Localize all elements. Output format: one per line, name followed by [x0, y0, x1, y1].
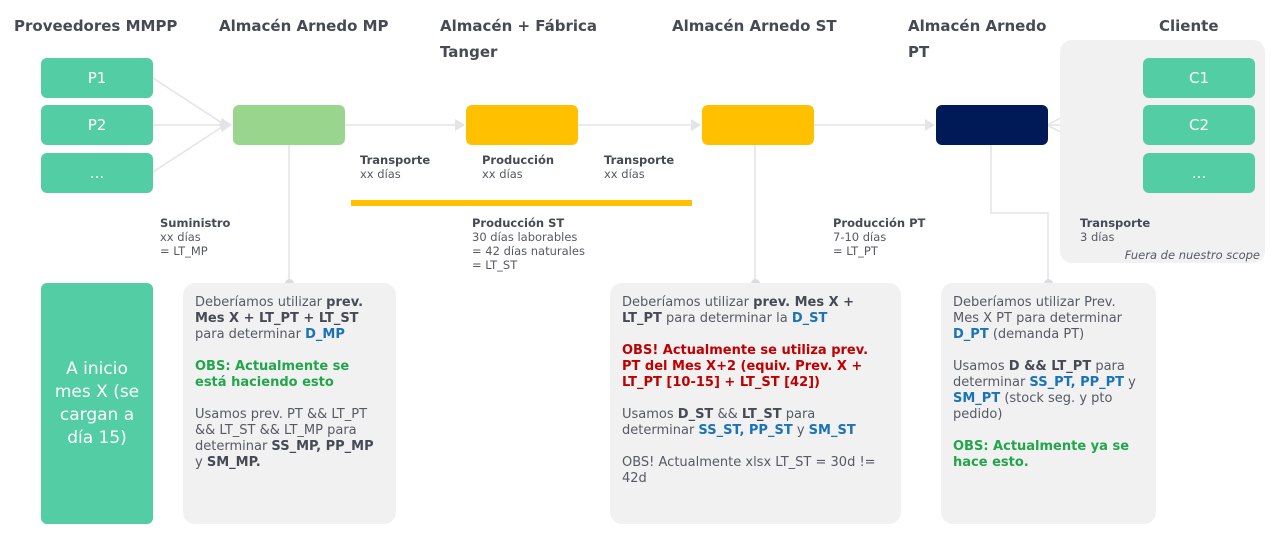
text: para determinar [195, 327, 306, 342]
label-transporte-cliente: Transporte 3 días [1080, 216, 1150, 244]
header-almacen-st: Almacén Arnedo ST [672, 17, 837, 35]
obs-warning: OBS! Actualmente se utiliza prev. PT del… [622, 343, 869, 390]
label-value: xx días [482, 167, 523, 181]
text: Usamos [953, 359, 1009, 374]
out-of-scope-note: Fuera de nuestro scope [1124, 248, 1260, 262]
label-title: Transporte [1080, 216, 1151, 230]
label-line: = LT_MP [160, 244, 208, 258]
text: (stock seg. y pto pedido) [953, 391, 1113, 422]
card-paragraph: Deberíamos utilizar Prev. Mes X PT para … [953, 295, 1144, 343]
label-transporte-1: Transporte xx días [360, 153, 430, 181]
header-almacen-mp: Almacén Arnedo MP [219, 17, 389, 35]
supplier-node-more[interactable]: ... [41, 153, 153, 193]
label-suministro: Suministro xx días = LT_MP [160, 216, 230, 258]
label-value: xx días [360, 167, 401, 181]
highlight: SS_ST, PP_ST [698, 423, 793, 438]
label-line: = LT_PT [833, 244, 878, 258]
highlight: SM_PT [953, 391, 1001, 406]
supplier-node-p2[interactable]: P2 [41, 105, 153, 145]
header-almacen-pt: Almacén Arnedo PT [908, 17, 1047, 61]
label-title: Transporte [604, 153, 675, 167]
text-bold: D_ST [677, 407, 714, 422]
card-paragraph: Deberíamos utilizar prev. Mes X + LT_PT … [195, 295, 384, 343]
supplier-node-p1[interactable]: P1 [41, 58, 153, 98]
highlight: SM_ST [808, 423, 856, 438]
label-value: xx días [604, 167, 645, 181]
label-line: 30 días laborables [472, 230, 578, 244]
obs-xlsx-note: OBS! Actualmente xlsx LT_ST = 30d != 42d [622, 455, 876, 486]
label-line: = LT_ST [472, 258, 518, 272]
text-bold: LT_ST [741, 407, 782, 422]
header-tanger: Almacén + Fábrica Tanger [440, 17, 598, 61]
label-produccion-pt: Producción PT 7-10 días = LT_PT [833, 216, 925, 258]
text-bold: prev. Mes X + LT_PT [622, 295, 855, 326]
tanger-node[interactable] [466, 105, 578, 145]
card-paragraph: Usamos D && LT_PT para determinar SS_PT,… [953, 359, 1144, 423]
card-paragraph: Deberíamos utilizar prev. Mes X + LT_PT … [622, 295, 889, 327]
label-title: Producción ST [472, 216, 565, 230]
label-produccion: Producción xx días [482, 153, 554, 181]
highlight-d-pt: D_PT [953, 327, 989, 342]
text: Usamos prev. PT && LT_PT && LT_ST && LT_… [195, 407, 368, 454]
text-bold: D && LT_PT [1008, 359, 1092, 374]
almacen-st-node[interactable] [702, 105, 814, 145]
text-bold: SM_MP. [206, 455, 261, 470]
almacen-pt-node[interactable] [936, 105, 1048, 145]
highlight-d-mp: D_MP [305, 327, 345, 342]
text: para determinar [622, 407, 816, 438]
header-cliente: Cliente [1159, 17, 1219, 35]
label-title: Producción [482, 153, 555, 167]
client-node-c2[interactable]: C2 [1143, 105, 1255, 145]
text: Deberíamos utilizar [195, 295, 327, 310]
label-produccion-st: Producción ST 30 días laborables = 42 dí… [472, 216, 585, 272]
label-title: Producción PT [833, 216, 926, 230]
highlight: SS_PT, PP_PT [1029, 375, 1125, 390]
timing-box: A inicio mes X (se cargan a día 15) [41, 283, 153, 524]
card-paragraph: Usamos D_ST && LT_ST para determinar SS_… [622, 407, 889, 439]
text: Deberíamos utilizar Prev. Mes X PT para … [953, 295, 1123, 326]
text: para determinar [953, 359, 1125, 390]
label-title: Transporte [360, 153, 431, 167]
label-line: = 42 días naturales [472, 244, 585, 258]
text: y [1124, 375, 1136, 390]
header-proveedores: Proveedores MMPP [14, 17, 178, 35]
label-value: 3 días [1080, 230, 1115, 244]
obs-note: OBS: Actualmente ya se hace esto. [953, 439, 1130, 470]
highlight-d-st: D_ST [791, 311, 828, 326]
text: Usamos [622, 407, 678, 422]
text: para determinar la [661, 311, 792, 326]
label-line: xx días [160, 230, 201, 244]
text: && [713, 407, 742, 422]
card-paragraph: Usamos prev. PT && LT_PT && LT_ST && LT_… [195, 407, 384, 471]
text: y [792, 423, 809, 438]
almacen-mp-node[interactable] [233, 105, 345, 145]
client-node-c1[interactable]: C1 [1143, 58, 1255, 98]
client-node-more[interactable]: ... [1143, 153, 1255, 193]
text: y [195, 455, 207, 470]
label-line: 7-10 días [833, 230, 887, 244]
label-transporte-2: Transporte xx días [604, 153, 674, 181]
obs-note: OBS: Actualmente se está haciendo esto [195, 359, 350, 390]
text: (demanda PT) [988, 327, 1085, 342]
text: Deberíamos utilizar [622, 295, 754, 310]
label-title: Suministro [160, 216, 231, 230]
note-card-st: Deberíamos utilizar prev. Mes X + LT_PT … [610, 283, 901, 524]
produccion-st-span-bar [351, 200, 692, 206]
note-card-mp: Deberíamos utilizar prev. Mes X + LT_PT … [183, 283, 396, 524]
text-bold: prev. Mes X + LT_PT + LT_ST [195, 295, 364, 326]
note-card-pt: Deberíamos utilizar Prev. Mes X PT para … [941, 283, 1156, 524]
text-bold: SS_MP, PP_MP [271, 439, 374, 454]
